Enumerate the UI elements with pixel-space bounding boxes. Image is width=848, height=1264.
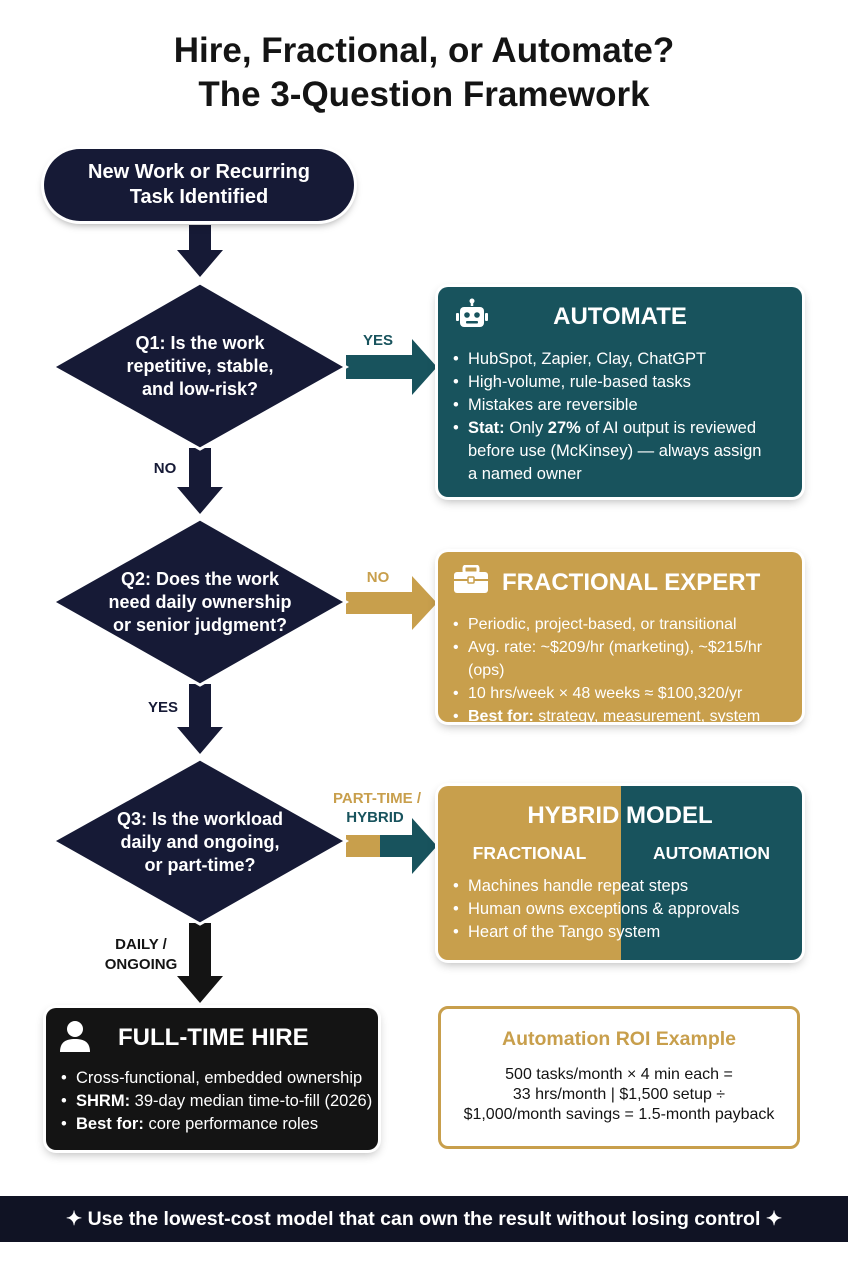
hybrid-list: Machines handle repeat steps Human owns …: [453, 875, 793, 944]
fractional-item: Periodic, project-based, or transitional: [453, 613, 798, 636]
edge-label-q2-no: NO: [366, 569, 390, 586]
roi-body: 500 tasks/month × 4 min each = 33 hrs/mo…: [441, 1065, 797, 1125]
edge-label-q1-no: NO: [153, 460, 177, 477]
briefcase-icon: [454, 565, 488, 593]
edge-label-q3-part-time: PART-TIME /: [332, 790, 422, 807]
arrow-start-to-q1: [177, 225, 223, 277]
roi-line-3: $1,000/month savings = 1.5-month payback: [463, 1106, 775, 1123]
fractional-item: Avg. rate: ~$209/hr (marketing), ~$215/h…: [453, 636, 798, 682]
hybrid-item: Heart of the Tango system: [453, 921, 793, 944]
q1-line-1: Q1: Is the work: [135, 332, 265, 353]
automate-item: HubSpot, Zapier, Clay, ChatGPT: [453, 348, 793, 371]
fractional-list: Periodic, project-based, or transitional…: [453, 613, 798, 722]
automate-list: HubSpot, Zapier, Clay, ChatGPT High-volu…: [453, 348, 793, 486]
edge-label-q2-yes: YES: [147, 699, 178, 716]
edge-label-q1-yes: YES: [362, 332, 393, 349]
edge-label-q3-daily: DAILY /: [115, 936, 167, 953]
start-node-line-2: Task Identified: [129, 186, 269, 208]
fulltime-item: SHRM: 39-day median time-to-fill (2026): [61, 1090, 373, 1113]
best-for-text: strategy, measurement, system design: [538, 708, 761, 722]
automate-title: AUTOMATE: [553, 303, 687, 330]
stat-pre: Only: [509, 419, 544, 437]
q2-line-3: or senior judgment?: [112, 614, 287, 635]
edge-label-q3-ongoing: ONGOING: [104, 956, 178, 973]
fulltime-item-label: Best for:: [76, 1115, 144, 1133]
fulltime-item: Cross-functional, embedded ownership: [61, 1067, 373, 1090]
stat-label: Stat:: [468, 419, 505, 437]
arrow-q3-hybrid-right: [380, 818, 437, 874]
hybrid-right-label: AUTOMATION: [653, 843, 770, 863]
roi-title: Automation ROI Example: [501, 1028, 737, 1050]
automate-item: High-volume, rule-based tasks: [453, 371, 793, 394]
q3-line-1: Q3: Is the workload: [116, 808, 284, 829]
q2-line-1: Q2: Does the work: [120, 568, 280, 589]
stat-line-3: a named owner: [468, 465, 582, 483]
diamond-q3: [49, 757, 350, 926]
q2-line-2: need daily ownership: [108, 591, 292, 612]
arrow-q1-no-to-q2: [177, 448, 223, 514]
fractional-item: 10 hrs/week × 48 weeks ≈ $100,320/yr: [453, 682, 798, 705]
fulltime-item-text: core performance roles: [148, 1115, 319, 1133]
arrow-q2-no-to-fractional: [346, 576, 437, 630]
fulltime-item-text: 39-day median time-to-fill (2026): [134, 1092, 373, 1110]
roi-line-2: 33 hrs/month | $1,500 setup ÷: [512, 1086, 726, 1103]
automate-item: Mistakes are reversible: [453, 394, 793, 417]
fractional-title: FRACTIONAL EXPERT: [502, 569, 761, 596]
stat-line-2: before use (McKinsey) — always assign: [468, 442, 762, 460]
page-title: Hire, Fractional, or Automate?: [173, 31, 675, 70]
stat-line-1: of AI output is reviewed: [585, 419, 757, 437]
footer-banner: ✦ Use the lowest-cost model that can own…: [0, 1196, 848, 1242]
fractional-card: FRACTIONAL EXPERT Periodic, project-base…: [438, 552, 802, 722]
question-q3: Q3: Is the workload daily and ongoing, o…: [90, 796, 310, 888]
best-for-label: Best for:: [468, 708, 534, 722]
q3-line-2: daily and ongoing,: [120, 831, 280, 852]
fulltime-list: Cross-functional, embedded ownership SHR…: [61, 1067, 373, 1136]
fulltime-card: FULL-TIME HIRE Cross-functional, embedde…: [46, 1008, 378, 1150]
arrow-q1-yes-to-automate: [346, 339, 437, 395]
q3-line-3: or part-time?: [144, 854, 256, 875]
diamond-q1: [49, 281, 350, 451]
roi-line-1: 500 tasks/month × 4 min each =: [505, 1066, 733, 1083]
sparkle-icon: ✦: [65, 1208, 83, 1230]
question-q2: Q2: Does the work need daily ownership o…: [90, 556, 310, 648]
hybrid-item: Machines handle repeat steps: [453, 875, 793, 898]
fulltime-item: Best for: core performance roles: [61, 1113, 373, 1136]
fulltime-title: FULL-TIME HIRE: [118, 1024, 309, 1051]
automate-card: AUTOMATE HubSpot, Zapier, Clay, ChatGPT …: [438, 287, 802, 497]
q1-line-3: and low-risk?: [141, 378, 258, 399]
fulltime-item-text: Cross-functional, embedded ownership: [76, 1069, 363, 1087]
fulltime-item-label: SHRM:: [76, 1092, 131, 1110]
sparkle-icon: ✦: [765, 1208, 783, 1230]
hybrid-left-label: FRACTIONAL: [472, 843, 587, 863]
start-node-line-1: New Work or Recurring: [88, 161, 310, 183]
arrow-q2-yes-to-q3: [177, 684, 223, 754]
person-icon: [60, 1021, 90, 1052]
diamond-q2: [49, 517, 350, 687]
page-subtitle: The 3-Question Framework: [198, 75, 650, 114]
hybrid-title: HYBRID MODEL: [527, 802, 713, 829]
automate-stat-item: Stat: Only 27% of AI output is reviewed …: [453, 417, 793, 486]
hybrid-item: Human owns exceptions & approvals: [453, 898, 793, 921]
q1-line-2: repetitive, stable,: [126, 355, 274, 376]
start-node: New Work or Recurring Task Identified: [44, 149, 354, 221]
edge-label-q3-hybrid: HYBRID: [346, 809, 404, 826]
robot-icon: [456, 298, 488, 327]
arrow-q3-daily-to-fulltime: [177, 923, 223, 1003]
hybrid-card: HYBRID MODEL FRACTIONAL AUTOMATION Machi…: [438, 786, 802, 960]
footer-text: Use the lowest-cost model that can own t…: [87, 1208, 761, 1230]
arrow-q3-hybrid-left: [346, 835, 380, 857]
question-q1: Q1: Is the work repetitive, stable, and …: [90, 320, 310, 412]
fractional-best-for-item: Best for: strategy, measurement, system …: [453, 705, 798, 722]
stat-value: 27%: [547, 419, 581, 437]
roi-box: Automation ROI Example 500 tasks/month ×…: [438, 1006, 800, 1149]
